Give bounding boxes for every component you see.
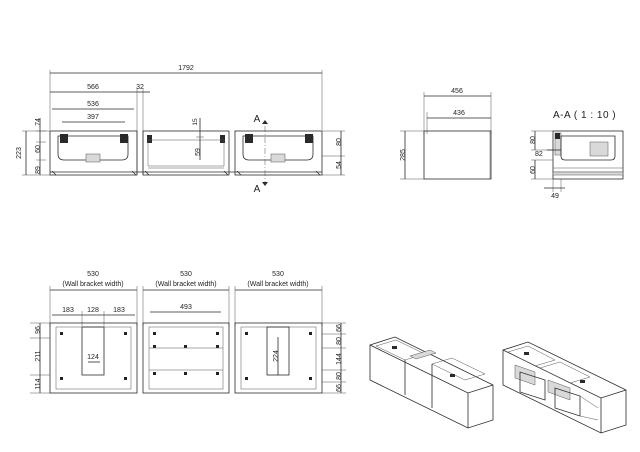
dim-15: 15	[192, 118, 199, 126]
dim-66a: 66	[336, 324, 343, 332]
panel-3-note: (Wall bracket width)	[247, 281, 308, 288]
dim-59: 59	[195, 148, 202, 156]
dim-456: 456	[451, 88, 463, 95]
dim-89: 89	[35, 166, 42, 174]
dim-436: 436	[453, 110, 465, 117]
dim-224: 224	[273, 350, 280, 362]
dim-54: 54	[336, 161, 343, 169]
dim-80: 80	[336, 138, 343, 146]
section-mark-top: A	[254, 114, 261, 125]
front-elevation: 1792 566 32 536 397 223 74 60 89	[16, 65, 345, 195]
dim-397: 397	[87, 114, 99, 121]
dim-114: 114	[35, 378, 42, 389]
dim-80a: 80	[336, 337, 343, 345]
dim-74: 74	[35, 118, 42, 126]
panel-1-width: 530	[87, 271, 99, 278]
dim-183b: 183	[113, 307, 125, 314]
dim-493: 493	[180, 304, 192, 311]
dim-128: 128	[87, 307, 99, 314]
dim-211: 211	[35, 350, 42, 361]
dim-566: 566	[87, 84, 99, 91]
side-elevation: 456 436 285	[400, 88, 492, 180]
dim-96: 96	[35, 326, 42, 334]
dim-223: 223	[16, 147, 23, 159]
dim-60: 60	[35, 145, 42, 153]
isometric-view-closed	[369, 336, 494, 429]
dim-section-60: 60	[530, 166, 537, 174]
section-title: A-A ( 1 : 10 )	[553, 110, 616, 121]
dim-overall-width: 1792	[178, 65, 194, 72]
dim-section-49: 49	[551, 193, 559, 200]
rear-elevation: 530 (Wall bracket width) 530 (Wall brack…	[30, 271, 346, 394]
dim-536: 536	[87, 101, 99, 108]
panel-3-width: 530	[272, 271, 284, 278]
dim-section-82: 82	[535, 151, 543, 158]
panel-2-width: 530	[180, 271, 192, 278]
dim-144: 144	[336, 353, 343, 365]
section-mark-bottom: A	[254, 184, 261, 195]
panel-1-note: (Wall bracket width)	[62, 281, 123, 288]
dim-section-80: 80	[530, 136, 537, 144]
section-a-a: A-A ( 1 : 10 ) 80 82 60 49	[530, 110, 624, 200]
dim-285: 285	[400, 149, 407, 161]
dim-66b: 66	[336, 384, 343, 392]
dim-80b: 80	[336, 372, 343, 380]
dim-183a: 183	[62, 307, 74, 314]
dim-124: 124	[87, 354, 99, 361]
dim-32: 32	[136, 84, 144, 91]
panel-2-note: (Wall bracket width)	[155, 281, 216, 288]
isometric-view-open	[502, 341, 627, 434]
